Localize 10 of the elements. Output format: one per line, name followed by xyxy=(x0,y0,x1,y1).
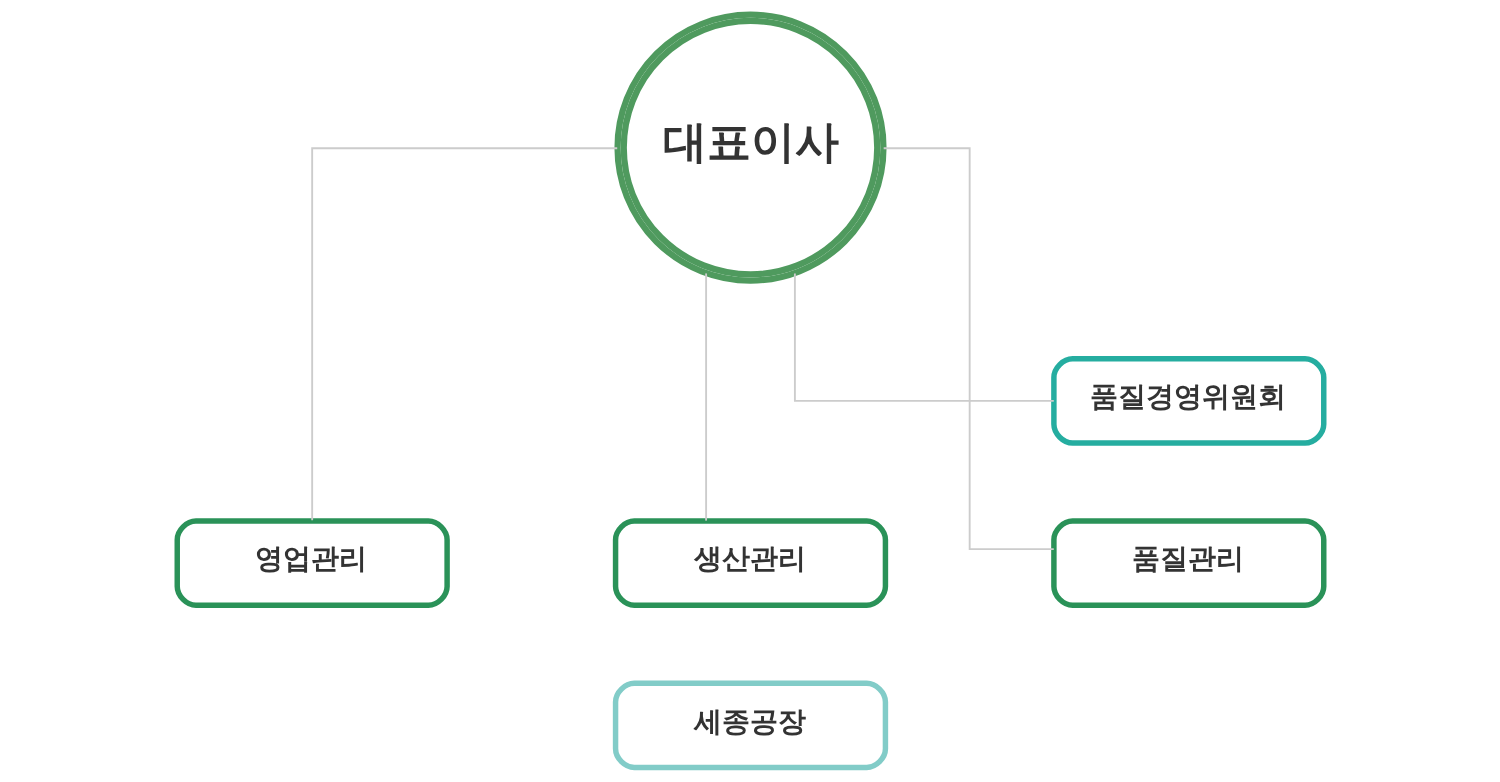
connector xyxy=(882,147,1055,551)
node-box: 세종공장 xyxy=(612,680,888,771)
node-box: 품질관리 xyxy=(1050,518,1326,608)
connector xyxy=(310,147,618,522)
node-box: 영업관리 xyxy=(174,518,450,608)
node-box: 생산관리 xyxy=(612,518,888,608)
node-box: 품질경영위원회 xyxy=(1050,356,1326,446)
connector xyxy=(704,272,707,522)
connector xyxy=(793,272,1055,402)
node-circle: 대표이사 xyxy=(613,11,887,284)
